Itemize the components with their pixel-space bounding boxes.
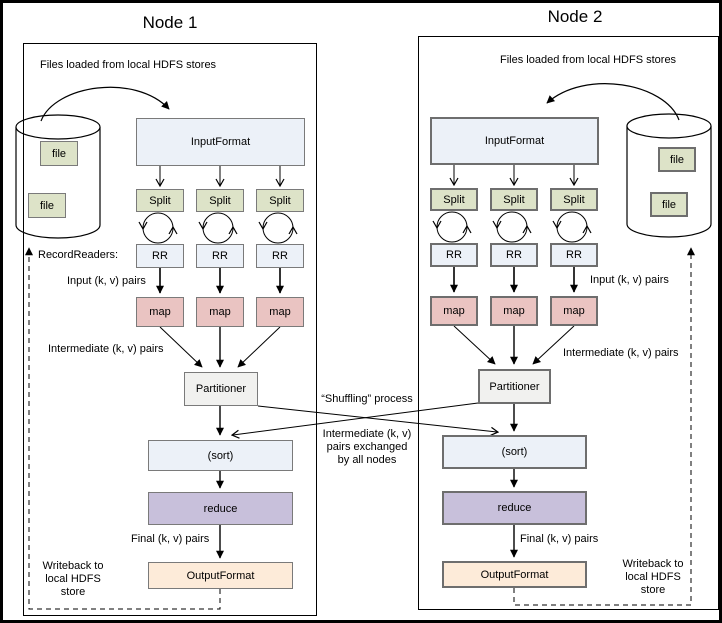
node1-record-reader-box: RR bbox=[256, 244, 304, 268]
shuffling-process-label: “Shuffling” process bbox=[321, 393, 413, 405]
node2-partitioner-box: Partitioner bbox=[478, 369, 551, 404]
node1-intermediate-pairs-label: Intermediate (k, v) pairs bbox=[48, 343, 164, 355]
pairs-exchanged-label: Intermediate (k, v) pairs exchanged by a… bbox=[313, 428, 421, 467]
node2-file-box: file bbox=[650, 192, 688, 217]
node1-writeback-label: Writeback to local HDFS store bbox=[31, 560, 115, 599]
node1-boundary bbox=[23, 43, 317, 616]
node2-file-box: file bbox=[658, 147, 696, 172]
node2-input-pairs-label: Input (k, v) pairs bbox=[590, 274, 669, 286]
node2-intermediate-pairs-label: Intermediate (k, v) pairs bbox=[563, 347, 679, 359]
pairs-exchanged-line: pairs exchanged bbox=[326, 441, 408, 453]
node2-record-reader-box: RR bbox=[490, 243, 538, 267]
node1-record-reader-box: RR bbox=[136, 244, 184, 268]
node1-partitioner-box: Partitioner bbox=[184, 372, 258, 406]
pairs-exchanged-line: by all nodes bbox=[337, 454, 397, 466]
node2-map-box: map bbox=[490, 296, 538, 326]
node1-writeback-line: store bbox=[60, 586, 86, 598]
node1-split-box: Split bbox=[196, 189, 244, 212]
node1-map-box: map bbox=[256, 297, 304, 327]
node2-sort-box: (sort) bbox=[442, 435, 587, 469]
node2-writeback-line: store bbox=[640, 584, 666, 596]
node2-writeback-label: Writeback to local HDFS store bbox=[611, 558, 695, 597]
node2-boundary bbox=[418, 36, 719, 610]
node1-input-format-box: InputFormat bbox=[136, 118, 305, 166]
node1-final-pairs-label: Final (k, v) pairs bbox=[131, 533, 210, 545]
node1-split-box: Split bbox=[256, 189, 304, 212]
node2-final-pairs-label: Final (k, v) pairs bbox=[520, 533, 599, 545]
node1-split-box: Split bbox=[136, 189, 184, 212]
node2-split-box: Split bbox=[430, 188, 478, 211]
node2-input-format-box: InputFormat bbox=[430, 117, 599, 165]
node1-map-box: map bbox=[136, 297, 184, 327]
node1-map-box: map bbox=[196, 297, 244, 327]
node1-record-reader-box: RR bbox=[196, 244, 244, 268]
node2-files-loaded-label: Files loaded from local HDFS stores bbox=[500, 54, 677, 66]
node2-writeback-line: Writeback to bbox=[622, 558, 684, 570]
node1-files-loaded-label: Files loaded from local HDFS stores bbox=[40, 59, 217, 71]
node2-title: Node 2 bbox=[547, 7, 603, 26]
node1-sort-box: (sort) bbox=[148, 440, 293, 471]
node1-writeback-line: local HDFS bbox=[45, 573, 101, 585]
node2-map-box: map bbox=[550, 296, 598, 326]
node1-record-readers-label: RecordReaders: bbox=[38, 249, 119, 261]
node2-output-format-box: OutputFormat bbox=[442, 561, 587, 588]
node2-split-box: Split bbox=[550, 188, 598, 211]
node2-reduce-box: reduce bbox=[442, 491, 587, 525]
node1-input-pairs-label: Input (k, v) pairs bbox=[67, 275, 146, 287]
node2-record-reader-box: RR bbox=[430, 243, 478, 267]
node1-reduce-box: reduce bbox=[148, 492, 293, 525]
node1-output-format-box: OutputFormat bbox=[148, 562, 293, 589]
node2-record-reader-box: RR bbox=[550, 243, 598, 267]
node2-writeback-line: local HDFS bbox=[625, 571, 681, 583]
node2-map-box: map bbox=[430, 296, 478, 326]
pairs-exchanged-line: Intermediate (k, v) bbox=[322, 428, 412, 440]
node2-split-box: Split bbox=[490, 188, 538, 211]
node1-title: Node 1 bbox=[142, 13, 198, 32]
node1-file-box: file bbox=[28, 193, 66, 218]
node1-writeback-line: Writeback to bbox=[42, 560, 104, 572]
node1-file-box: file bbox=[40, 141, 78, 166]
